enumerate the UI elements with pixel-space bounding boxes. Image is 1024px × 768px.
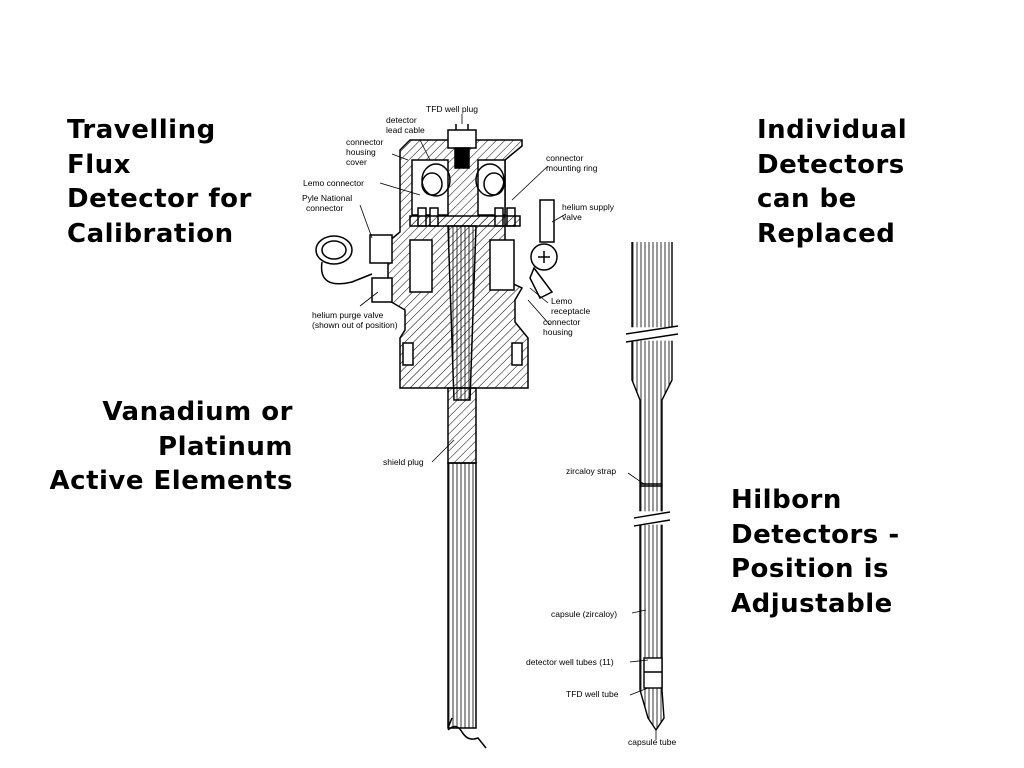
label-zircaloy-strap: zircaloy strap: [566, 466, 616, 476]
tfd-heading: Travelling Flux Detector for Calibration: [67, 113, 252, 251]
hilborn-heading-line: Adjustable: [731, 588, 893, 619]
cable-coil: [483, 172, 505, 196]
leader-lines: [359, 114, 657, 740]
tfd-heading-line: Flux: [67, 149, 131, 180]
vanadium-heading-line: Active Elements: [49, 466, 293, 496]
shield-plug: [447, 387, 477, 464]
hilborn-heading: Hilborn Detectors - Position is Adjustab…: [731, 483, 900, 621]
inner-cavity: [409, 239, 433, 293]
label-capsule-zircaloy: capsule (zircaloy): [551, 609, 617, 619]
hilborn-tube-drawing: [623, 242, 681, 732]
label-pyle-national-connector: Pyle National: [302, 193, 352, 203]
tfd-plug: [447, 129, 477, 149]
vanadium-heading-line: Platinum: [158, 431, 293, 462]
label-detector-lead-cable: detector: [386, 115, 417, 125]
label-tfd-well-plug: TFD well plug: [426, 104, 478, 114]
label-helium-supply-valve: valve: [562, 212, 582, 222]
label-connector-mounting-ring: connector: [546, 153, 583, 163]
label-capsule-tube: capsule tube: [628, 737, 676, 747]
inner-cavity: [477, 159, 506, 216]
label-shield-plug: shield plug: [383, 457, 424, 467]
label-helium-purge-valve: (shown out of position): [312, 320, 398, 330]
label-detector-lead-cable: lead cable: [386, 125, 425, 135]
label-lemo-receptacle: Lemo: [551, 296, 573, 306]
vanadium-heading: Vanadium or Platinum Active Elements: [50, 395, 293, 499]
label-connector-housing-cover: connector: [346, 137, 383, 147]
inner-cavity: [489, 239, 515, 291]
individual-heading-line: Detectors: [757, 149, 905, 180]
label-lemo-connector: Lemo connector: [303, 178, 364, 188]
label-helium-supply-valve: helium supply: [562, 202, 615, 212]
detector-head-drawing: [315, 124, 558, 749]
label-lemo-receptacle: receptacle: [551, 306, 590, 316]
diagram-labels: TFD well plug detector lead cable connec…: [302, 104, 676, 747]
cable-coil: [421, 172, 443, 196]
individual-heading-line: can be: [757, 184, 857, 214]
hilborn-heading-line: Hilborn: [731, 485, 842, 515]
label-helium-purge-valve: helium purge valve: [312, 310, 384, 320]
tfd-heading-line: Travelling: [67, 115, 216, 145]
individual-heading: Individual Detectors can be Replaced: [757, 113, 907, 251]
label-connector-housing-cover: cover: [346, 157, 367, 167]
hilborn-heading-line: Position is: [731, 554, 889, 584]
label-connector-mounting-ring: mounting ring: [546, 163, 598, 173]
label-detector-well-tubes: detector well tubes (11): [526, 657, 614, 667]
label-tfd-well-tube: TFD well tube: [566, 689, 619, 699]
label-connector-housing: housing: [543, 327, 573, 337]
tfd-heading-line: Detector for: [67, 184, 252, 214]
hilborn-heading-line: Detectors -: [731, 519, 900, 550]
pyle-national-connector: [369, 234, 393, 264]
label-connector-housing: connector: [543, 317, 580, 327]
helium-supply-valve: [539, 199, 555, 243]
individual-heading-line: Replaced: [757, 218, 896, 249]
label-connector-housing-cover: housing: [346, 147, 376, 157]
vanadium-heading-line: Vanadium or: [102, 397, 293, 427]
tfd-heading-line: Calibration: [67, 218, 234, 249]
individual-heading-line: Individual: [757, 115, 908, 145]
inner-cavity: [411, 159, 449, 216]
lower-tube: [447, 462, 477, 729]
label-pyle-national-connector: connector: [306, 203, 343, 213]
